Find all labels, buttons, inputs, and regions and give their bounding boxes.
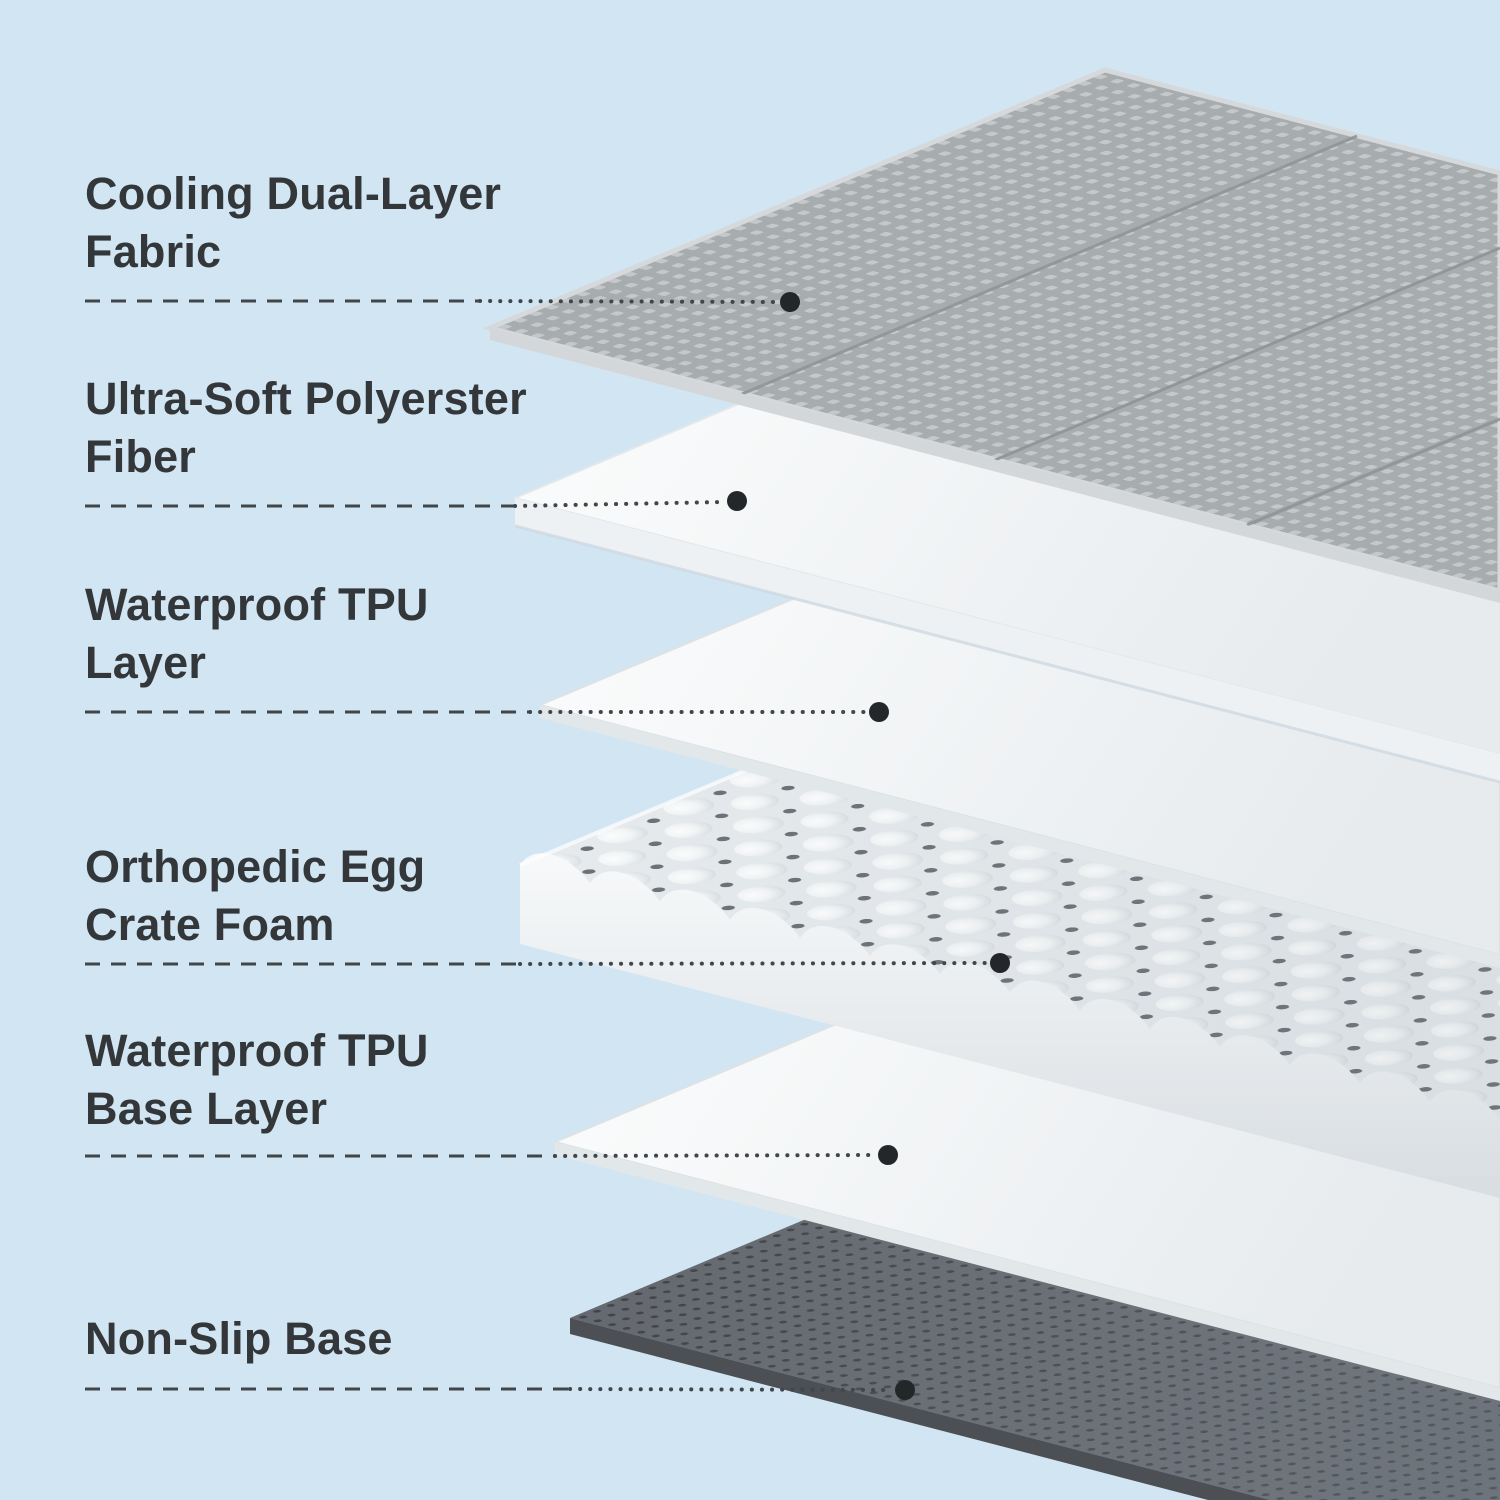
leader-cooling-fabric [85, 292, 800, 312]
leader-dot-tpu-base-layer [878, 1145, 898, 1165]
leader-dot-tpu-layer [869, 702, 889, 722]
cooling-fabric-layer-graphic [482, 67, 1500, 603]
label-line: Waterproof TPU [85, 1025, 429, 1076]
label-non-slip-base: Non-Slip Base [85, 1310, 393, 1368]
leader-dot-egg-crate-foam [990, 953, 1010, 973]
label-line: Ultra-Soft Polyerster [85, 373, 527, 424]
label-waterproof-tpu-layer: Waterproof TPU Layer [85, 576, 429, 691]
fabric-seam-lines [741, 134, 1500, 527]
label-line: Fiber [85, 430, 197, 482]
label-line: Orthopedic Egg [85, 841, 426, 892]
label-line: Layer [85, 636, 207, 688]
label-orthopedic-egg-crate-foam: Orthopedic Egg Crate Foam [85, 838, 425, 953]
leader-non-slip-base [85, 1380, 915, 1400]
leader-dot-cooling-fabric [780, 292, 800, 312]
leader-tpu-layer [85, 702, 889, 722]
foam-wavy-front-face [520, 853, 1500, 1198]
label-line: Waterproof TPU [85, 579, 429, 630]
leader-dot-non-slip-base [895, 1380, 915, 1400]
leader-polyester-fiber [85, 491, 747, 511]
leader-egg-crate-foam [85, 953, 1010, 973]
label-line: Crate Foam [85, 898, 335, 950]
label-line: Base Layer [85, 1082, 328, 1134]
label-cooling-dual-layer-fabric: Cooling Dual-Layer Fabric [85, 165, 501, 280]
leader-tpu-base-layer [85, 1145, 898, 1165]
label-waterproof-tpu-base-layer: Waterproof TPU Base Layer [85, 1022, 429, 1137]
leader-dot-polyester-fiber [727, 491, 747, 511]
label-line: Fabric [85, 225, 222, 277]
label-line: Cooling Dual-Layer [85, 168, 502, 219]
label-ultra-soft-polyester-fiber: Ultra-Soft Polyerster Fiber [85, 370, 527, 485]
label-line: Non-Slip Base [85, 1313, 393, 1364]
